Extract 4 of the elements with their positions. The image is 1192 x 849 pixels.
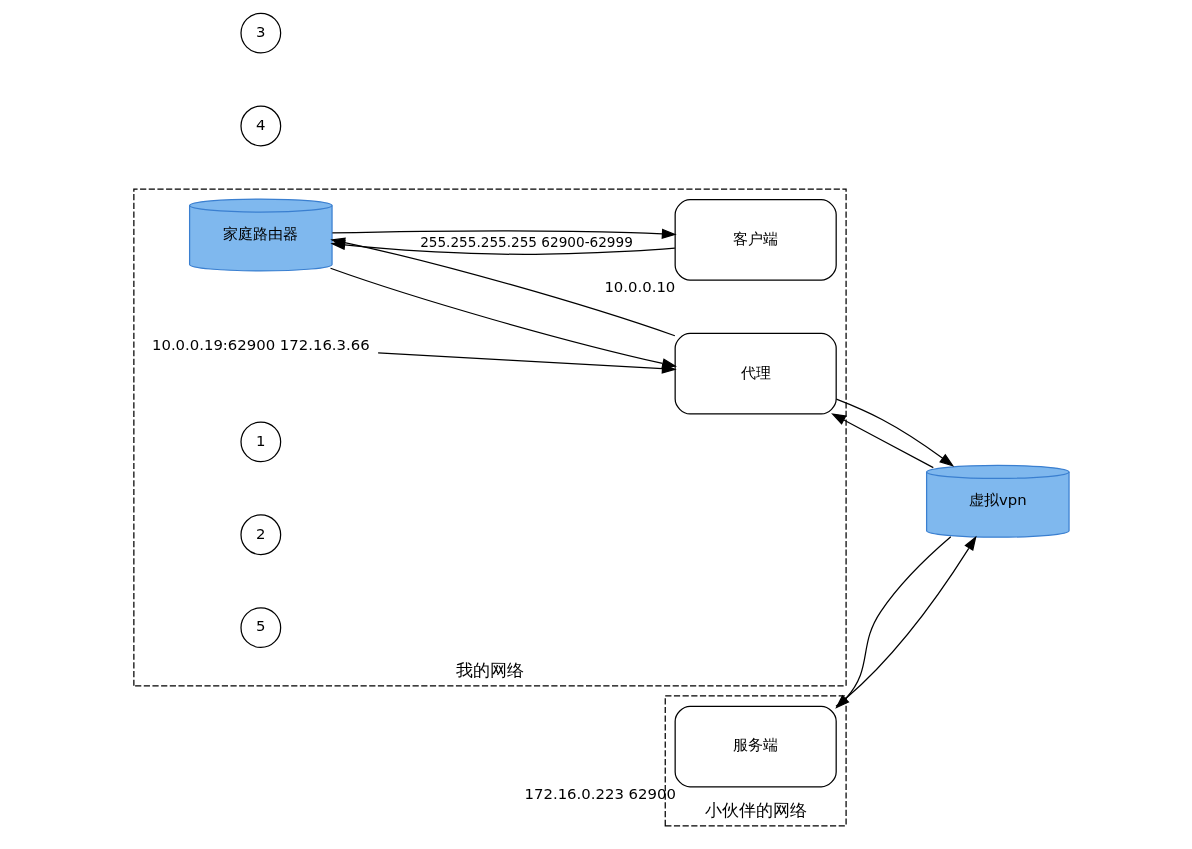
edge-label: 255.255.255.255 62900-62999 — [419, 234, 633, 251]
node-label: 10.0.0.10 — [603, 278, 675, 297]
node-text: 10.0.0.19:62900 172.16.3.66 — [151, 336, 370, 355]
node-label: 172.16.0.223 62900 — [524, 784, 676, 803]
